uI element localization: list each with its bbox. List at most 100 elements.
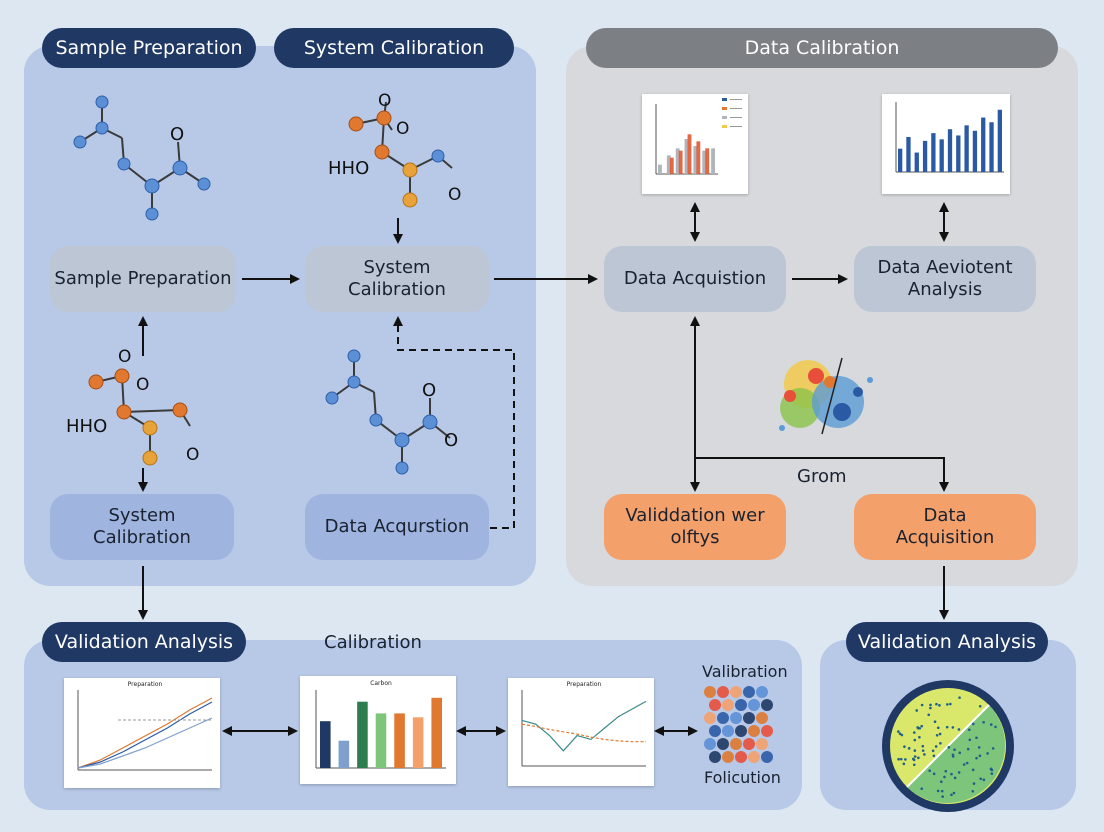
dot [921,749,925,752]
bar [669,157,674,174]
series-line [77,717,213,769]
dot [929,706,932,710]
dot [989,723,993,726]
dot [920,787,924,791]
dot [975,756,978,760]
bar [684,139,689,174]
bar [972,130,978,172]
dot [932,772,936,776]
bar [394,713,405,768]
molecule-3-o-label-1: O [118,347,131,367]
dot [934,745,938,748]
bar [989,122,994,172]
bead [722,725,734,737]
bar [956,135,961,172]
dot [982,720,985,724]
chart-card-3: Preparation [64,678,220,788]
bar [931,133,936,172]
dot [953,748,956,752]
dot [950,793,953,797]
dot [907,747,911,750]
series-line [521,723,646,743]
dot [952,791,956,795]
dot [917,756,920,760]
legend-swatch [722,107,727,110]
dot [938,704,941,707]
bar [981,117,986,172]
branch-line [695,457,949,492]
bar [914,152,919,172]
bead [743,686,755,698]
bead [761,699,773,711]
bar [687,134,692,174]
bead [748,699,760,711]
bead [709,751,721,763]
bead [730,712,742,724]
molecule-4-o-label-2: O [444,430,458,451]
chart-card-1 [642,94,748,194]
dot [939,741,942,745]
label-folicution: Folicution [704,768,781,787]
dot [947,746,951,749]
bead [756,686,768,698]
dot [899,757,903,761]
bead [704,738,716,750]
molecule-2-o-label-3: O [448,185,461,205]
bead [730,686,742,698]
bar [705,148,710,174]
bead [704,712,716,724]
dot [991,747,995,750]
header-validation-analysis-right: Validation Analysis [846,622,1048,662]
chart-1 [655,98,742,175]
header-validation-analysis-left: Validation Analysis [42,622,246,662]
bar [922,140,928,172]
dot [933,720,937,723]
dot [982,778,986,782]
dot [971,768,975,772]
header-system-calibration: System Calibration [274,28,514,68]
dot [913,749,917,752]
bead [722,699,734,711]
chart-card-2 [882,94,1010,194]
chart-4-title: Carbon [370,680,392,687]
molecule-2-o-label-1: O [378,91,391,111]
molecule-3-o-label-3: O [186,445,199,465]
dot [900,733,904,737]
bead [717,686,729,698]
dot [977,746,981,749]
bead [748,751,760,763]
dot [913,755,917,758]
bar [338,740,350,768]
bead [756,738,768,750]
dot [897,757,900,761]
label-grom: Grom [797,466,847,487]
legend-swatch [722,98,727,101]
dot [946,703,949,706]
bead-cluster-illustration [704,686,773,763]
bead [709,699,721,711]
dot [897,730,900,733]
molecule-1: O [73,95,211,221]
molecule-2-hho-label: HHO [328,158,369,179]
molecule-1-o-label: O [170,124,184,145]
dot [944,769,948,773]
bar [997,109,1002,172]
dot [958,751,962,755]
dot [902,762,906,766]
chart-2 [895,102,1004,173]
node-sample-preparation: Sample Preparation [50,246,236,312]
dot [936,789,940,793]
bar [906,137,911,172]
bead [704,686,716,698]
bead [761,751,773,763]
bead [743,738,755,750]
bar [964,125,969,172]
dot [968,738,972,742]
chart-5-title: Preparation [567,681,602,688]
bar [357,701,368,768]
dot [951,753,955,757]
dot [920,724,924,728]
